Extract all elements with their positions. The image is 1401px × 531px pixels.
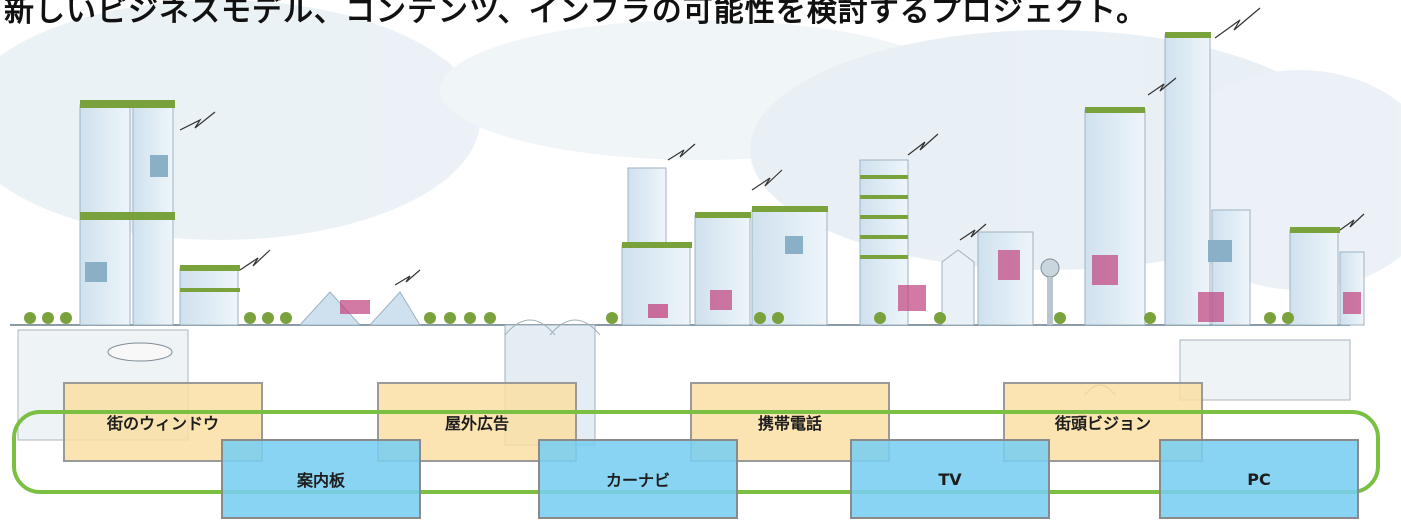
building-center-c <box>859 133 939 326</box>
media-label: カーナビ <box>605 471 670 490</box>
building-right-tall <box>1084 7 1261 326</box>
media-label: 屋外広告 <box>444 414 509 433</box>
media-box-pc: PC <box>1159 439 1359 519</box>
building-left-mid <box>179 249 271 326</box>
media-box-car-navigation: カーナビ <box>538 439 738 519</box>
headline: 新しいビジネスモデル、コンテンツ、インフラの可能性を検討するプロジェクト。 <box>4 0 1148 29</box>
building-center-a <box>621 143 696 326</box>
media-label: 案内板 <box>296 471 345 490</box>
tree-row-center <box>606 312 1066 324</box>
building-center-b <box>694 169 828 326</box>
media-label: TV <box>938 469 962 489</box>
media-label: PC <box>1247 469 1271 489</box>
tree-row-left <box>24 312 496 324</box>
tree-row-right <box>1144 312 1294 324</box>
media-label: 街頭ビジョン <box>1054 414 1151 433</box>
building-right-short <box>1289 213 1365 326</box>
pavilion-left <box>298 269 421 326</box>
building-center-d <box>941 223 1060 326</box>
building-left-tall <box>79 100 216 326</box>
media-box-guide-board: 案内板 <box>221 439 421 519</box>
media-box-tv: TV <box>850 439 1050 519</box>
media-label: 街のウィンドウ <box>106 414 219 433</box>
media-label: 携帯電話 <box>757 414 822 433</box>
